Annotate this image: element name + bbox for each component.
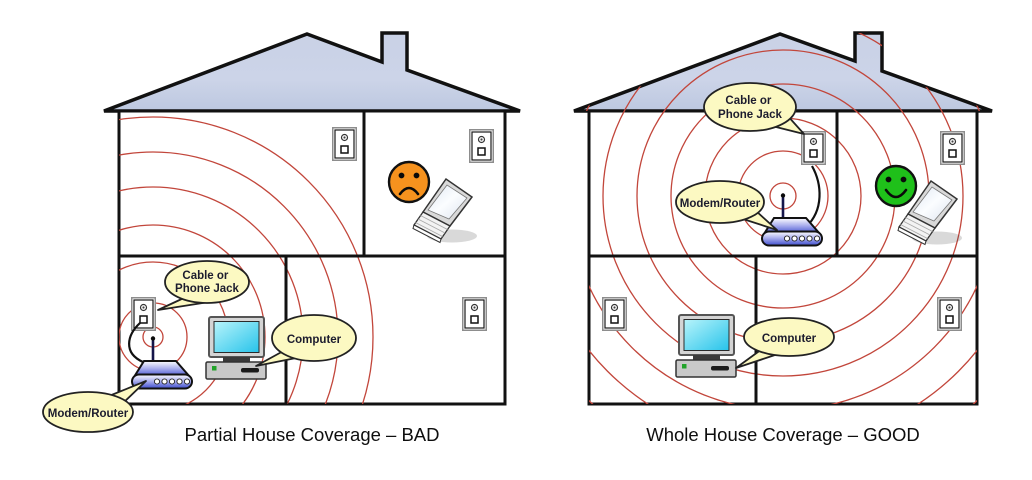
jack-label-line2: Phone Jack <box>175 283 240 295</box>
bubble-computer: Computer <box>735 317 835 369</box>
roof-icon <box>573 31 993 113</box>
phone-jack-icon <box>131 297 156 331</box>
bubble-modem-router: Modem/Router <box>42 380 147 433</box>
jack-cable <box>128 322 144 364</box>
jack-label-line2: Phone Jack <box>718 109 783 121</box>
roof-icon <box>103 31 521 113</box>
wall-outlet-icon <box>469 129 494 163</box>
router-label: Modem/Router <box>48 408 129 420</box>
bubble-modem-router: Modem/Router <box>675 180 778 231</box>
house-partial-coverage: Cable or Phone Jack Computer Modem/Route… <box>42 31 521 445</box>
router-label: Modem/Router <box>680 198 761 210</box>
wall-outlet-icon <box>602 297 627 331</box>
bubble-cable-phone-jack: Cable or Phone Jack <box>157 260 250 311</box>
wall-outlet-icon <box>940 131 965 165</box>
svg-text:Cable or Phone Jack: Cable or Phone Jack <box>175 270 240 295</box>
sad-face-icon <box>387 160 431 204</box>
wall-outlet-icon <box>462 297 487 331</box>
svg-text:Cable or Phone Jack: Cable or Phone Jack <box>718 95 783 121</box>
computer-label: Computer <box>287 334 342 346</box>
computer-label: Computer <box>762 333 817 345</box>
bubble-computer: Computer <box>255 314 357 367</box>
jack-label-line1: Cable or <box>182 270 229 282</box>
jack-label-line1: Cable or <box>725 95 772 107</box>
wall-outlet-icon <box>332 127 357 161</box>
caption-whole-coverage: Whole House Coverage – GOOD <box>646 424 920 445</box>
desktop-computer-icon <box>205 316 267 380</box>
phone-jack-icon <box>801 131 826 165</box>
caption-partial-coverage: Partial House Coverage – BAD <box>184 424 439 445</box>
desktop-computer-icon <box>675 314 737 378</box>
house-whole-coverage: Cable or Phone Jack Modem/Router Compute… <box>573 31 993 445</box>
bubble-cable-phone-jack: Cable or Phone Jack <box>703 82 805 135</box>
wall-outlet-icon <box>937 297 962 331</box>
happy-face-icon <box>874 164 918 208</box>
